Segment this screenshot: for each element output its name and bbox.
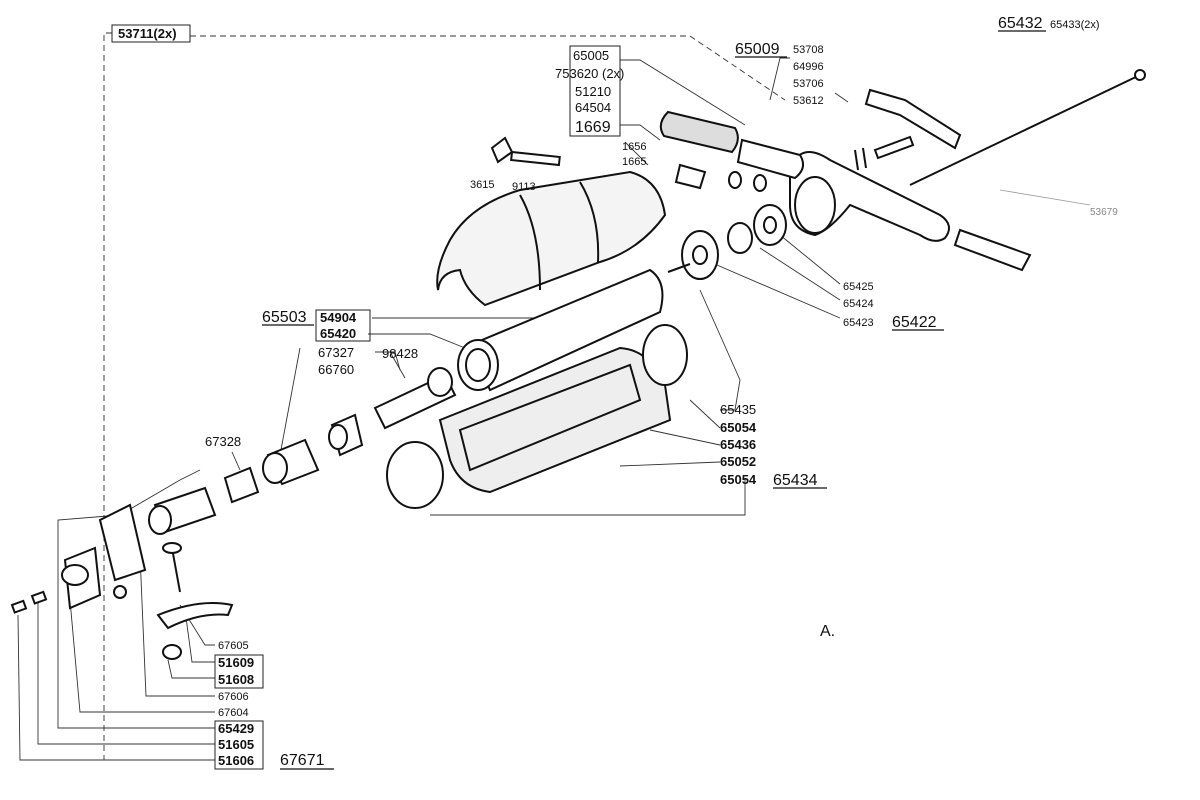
label-53711: 53711(2x): [118, 26, 177, 41]
housing-half-shell: [386, 324, 688, 509]
label-65433: 65433(2x): [1050, 19, 1100, 31]
box-65429-group: [214, 720, 264, 770]
label-54904: 54904: [320, 310, 357, 325]
pump-lever-with-rod: [789, 69, 1146, 272]
label-67604: 67604: [218, 707, 249, 719]
label-53706: 53706: [793, 78, 824, 90]
label-98428: 98428: [382, 346, 418, 361]
label-65005: 65005: [573, 48, 609, 63]
label-65432: 65432: [998, 15, 1043, 32]
label-66760: 66760: [318, 362, 354, 377]
label-65423: 65423: [843, 317, 874, 329]
box-51609-51608: [214, 654, 264, 689]
label-67671: 67671: [280, 752, 325, 769]
vent-fitting-parts: [490, 136, 767, 192]
label-51606: 51606: [218, 753, 254, 768]
label-3615: 3615: [470, 179, 494, 191]
label-51608: 51608: [218, 672, 254, 687]
box-65005-column: [569, 45, 621, 137]
bearing-assembly: [667, 204, 787, 280]
label-53612: 53612: [793, 95, 824, 107]
box-65503-group: [315, 309, 371, 342]
label-65434: 65434: [773, 472, 818, 489]
label-65420: 65420: [320, 326, 356, 341]
label-51210: 51210: [575, 84, 611, 99]
label-51609: 51609: [218, 655, 254, 670]
label-1665: 1665: [622, 156, 646, 168]
diagram-id-label: A.: [820, 623, 835, 640]
lower-linkage: [10, 503, 234, 660]
label-65009: 65009: [735, 41, 780, 58]
label-1656: 1656: [622, 141, 646, 153]
label-67606: 67606: [218, 691, 249, 703]
label-64504: 64504: [575, 100, 611, 115]
label-753620: 753620 (2x): [555, 66, 624, 81]
label-65436: 65436: [720, 437, 756, 452]
box-53711: [111, 24, 191, 43]
label-65424: 65424: [843, 298, 874, 310]
label-65429: 65429: [218, 721, 254, 736]
label-53679: 53679: [1090, 207, 1118, 218]
label-67328: 67328: [205, 434, 241, 449]
label-65425: 65425: [843, 281, 874, 293]
label-1669: 1669: [575, 119, 611, 136]
label-65435: 65435: [720, 402, 756, 417]
label-51605: 51605: [218, 737, 254, 752]
label-65503: 65503: [262, 309, 307, 326]
label-53708: 53708: [793, 44, 824, 56]
part-number-labels: 53711(2x) 65432 65433(2x) 65009 53708 64…: [111, 15, 1118, 770]
cylinder-tube: [457, 268, 664, 392]
label-65054-b: 65054: [720, 472, 757, 487]
dust-cover: [436, 170, 667, 307]
bushings: [148, 413, 364, 535]
label-65422: 65422: [892, 314, 937, 331]
label-64996: 64996: [793, 61, 824, 73]
label-65052: 65052: [720, 454, 756, 469]
rubber-sleeve: [659, 110, 805, 180]
label-9113: 9113: [512, 181, 536, 193]
label-67327: 67327: [318, 345, 354, 360]
piston-rod: [373, 367, 457, 430]
label-67605: 67605: [218, 640, 249, 652]
label-65054-a: 65054: [720, 420, 757, 435]
